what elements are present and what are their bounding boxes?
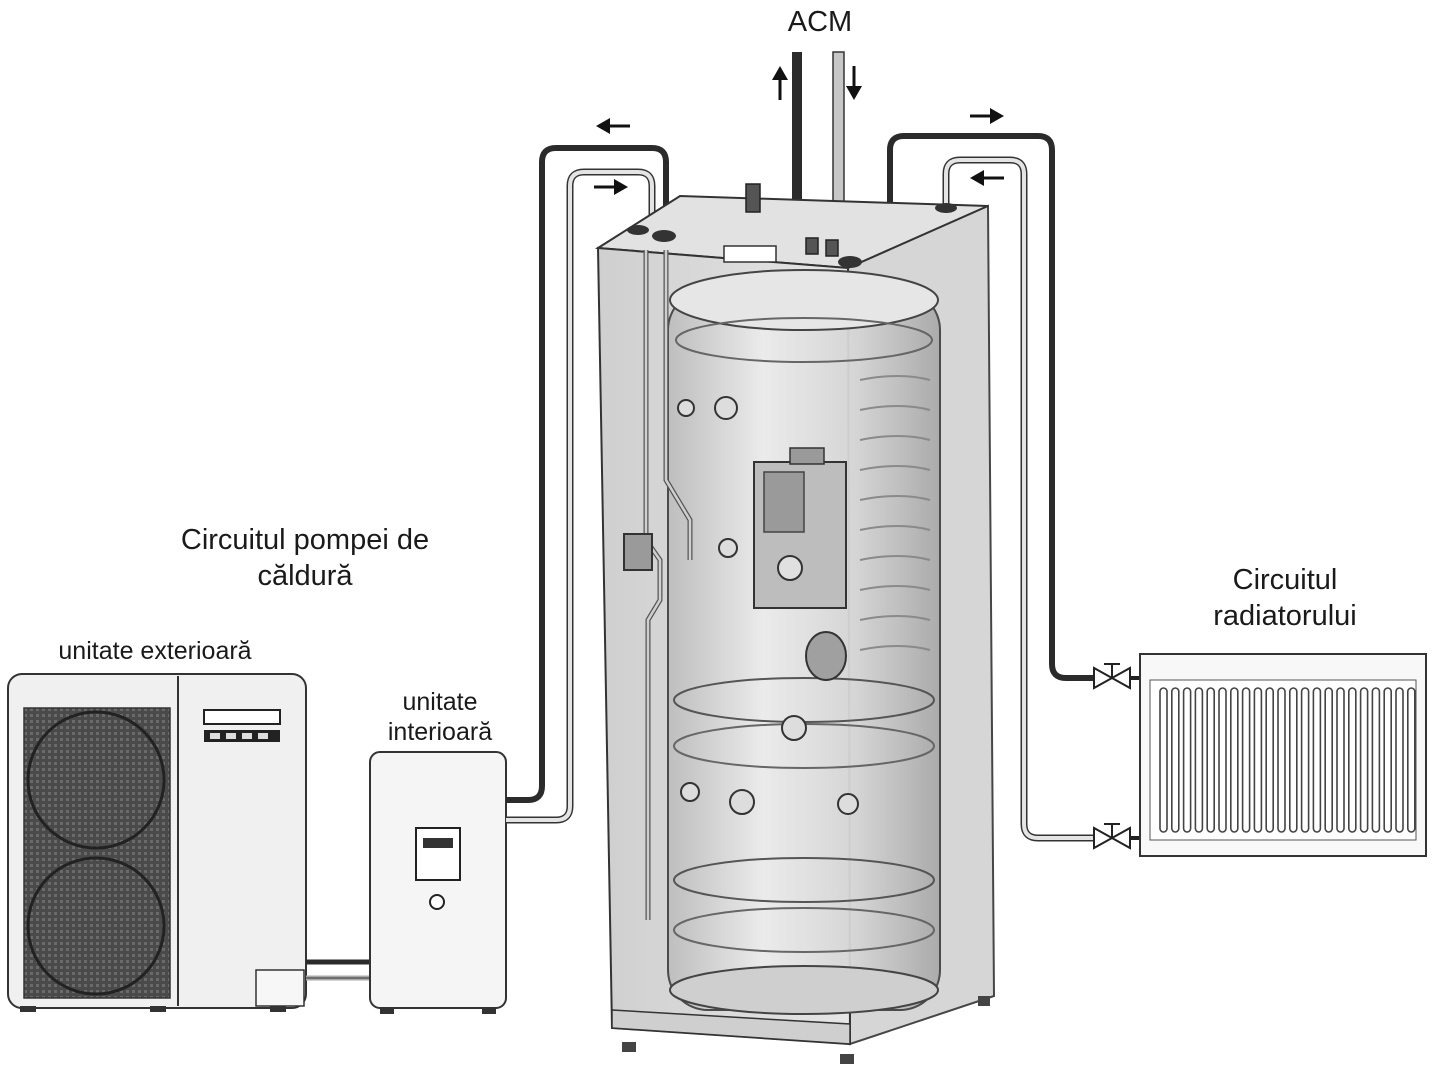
outdoor-unit [7, 673, 307, 1012]
radiator-fin [1171, 687, 1180, 833]
diverter-valve [623, 533, 653, 571]
indoor-unit-label-line2: interioară [387, 717, 493, 746]
valve-icon [1093, 823, 1131, 850]
radiator-fin [1194, 687, 1204, 833]
arrow-icon [594, 118, 630, 195]
radiator-fin [1241, 687, 1251, 833]
radiator-fin [1359, 687, 1369, 833]
radiator-fin [1324, 687, 1333, 833]
valve-icon [1093, 663, 1131, 690]
acm-label: ACM [787, 6, 853, 38]
indoor-unit [369, 751, 507, 1014]
radiator-fin [1312, 687, 1322, 833]
indoor-unit-label: unitate interioară [360, 688, 520, 747]
radiator-circuit-label-line1: Circuitul [1232, 564, 1338, 596]
radiator-pipes [849, 133, 1094, 842]
heat-pump-circuit-label: Circuitul pompei de căldură [140, 522, 470, 595]
radiator-fin [1300, 687, 1310, 833]
radiator-fin [1182, 687, 1192, 833]
fan-icon [26, 856, 166, 996]
indoor-knob [429, 894, 445, 910]
radiator-fin [1348, 687, 1357, 833]
radiator [1139, 653, 1427, 857]
refrigerant-pipes [306, 959, 372, 981]
radiator-circuit-label-line2: radiatorului [1213, 600, 1357, 633]
storage-tank [594, 183, 996, 1064]
radiator-fin [1336, 687, 1345, 833]
radiator-fin [1230, 687, 1239, 833]
outdoor-display [203, 709, 281, 725]
arrow-icon [970, 108, 1004, 186]
radiator-fin [1289, 687, 1298, 833]
radiator-fin [1218, 687, 1227, 833]
heat-pump-circuit-label-line2: căldură [257, 560, 353, 593]
radiator-fin [1206, 687, 1215, 833]
heat-pump-circuit-label-line1: Circuitul pompei de [180, 524, 430, 556]
radiator-fin [1265, 687, 1274, 833]
arrow-icon [772, 66, 862, 100]
indoor-unit-label-line1: unitate [402, 688, 478, 716]
indoor-display [415, 827, 461, 881]
fan-icon [26, 710, 166, 850]
radiator-fin [1159, 687, 1168, 833]
radiator-fin [1253, 687, 1263, 833]
radiator-fin [1407, 687, 1416, 833]
outdoor-unit-label: unitate exterioară [58, 637, 252, 665]
radiator-fin [1371, 687, 1381, 833]
radiator-fin [1277, 687, 1286, 833]
circulation-pump [805, 631, 847, 681]
heat-pump-pipes [506, 145, 669, 824]
radiator-circuit-label: Circuitul radiatorului [1170, 562, 1400, 635]
radiator-fin [1383, 687, 1392, 833]
fan-grille [23, 707, 171, 999]
radiator-fin [1395, 687, 1404, 833]
